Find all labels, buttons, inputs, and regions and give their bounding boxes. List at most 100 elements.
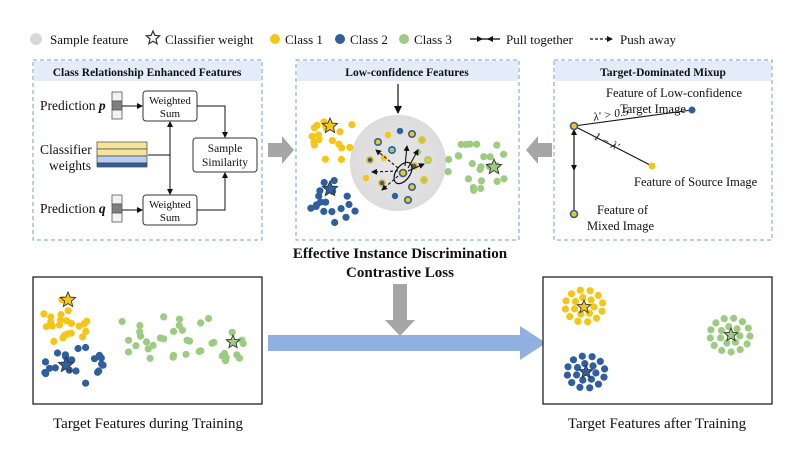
class1-point — [60, 331, 68, 340]
classifier-weights-label-2: weights — [49, 158, 91, 173]
prediction-p-bar — [111, 91, 123, 120]
legend-classifier-label: Classifier weight — [165, 32, 254, 47]
class1-point — [567, 290, 576, 298]
class1-point — [80, 320, 88, 328]
panel-target-mixup: Target-Dominated Mixup Feature of Low-co… — [553, 59, 773, 241]
class3-point — [720, 315, 728, 323]
panel-left-arrows — [122, 103, 228, 213]
class1-point — [338, 144, 346, 152]
panel-middle-title-bar — [297, 61, 518, 81]
sample-similarity-line2: Similarity — [202, 157, 248, 169]
class2-point — [351, 207, 359, 215]
low-confidence-point — [373, 138, 382, 147]
anchor-sample-ring — [393, 161, 413, 185]
class3-point — [746, 332, 754, 340]
class2-point — [51, 364, 59, 372]
class3-point — [500, 175, 508, 183]
class2-point — [41, 368, 49, 377]
class1-weight-star-icon — [59, 290, 77, 308]
class1-point — [346, 143, 354, 151]
class3-point — [210, 338, 218, 346]
during-training-stars — [57, 290, 241, 373]
class3-point — [477, 177, 485, 185]
weighted-sum-bottom-line1: Weighted — [149, 199, 191, 211]
class2-point — [82, 379, 90, 387]
class2-point — [328, 208, 336, 216]
class1-point — [566, 313, 574, 321]
label-mixed-line2: Mixed Image — [587, 219, 654, 233]
middle-contrast-arrows — [371, 145, 425, 191]
class3-point — [736, 346, 744, 354]
flow-arrow-right-to-middle — [526, 136, 552, 164]
class3-point — [186, 337, 194, 345]
weighted-sum-bottom-line2: Sum — [160, 212, 181, 224]
legend-class1-label: Class 1 — [285, 32, 323, 47]
class3-point — [717, 334, 725, 342]
panel-right-title-bar — [555, 61, 771, 81]
class2-point — [568, 379, 576, 387]
class3-point — [218, 352, 226, 360]
caption-after-training: Target Features after Training — [568, 416, 747, 432]
class1-point — [592, 314, 601, 322]
class2-point — [586, 384, 594, 392]
legend-pull-label: Pull together — [506, 32, 573, 47]
after-training-stars — [576, 298, 739, 379]
one-minus-lambda-label: 1 − λ' — [592, 131, 622, 154]
legend-push-label: Push away — [620, 32, 676, 47]
label-lowconf-target-line1: Feature of Low-confidence — [606, 86, 742, 100]
class2-point — [45, 364, 54, 372]
class2-point — [322, 198, 330, 206]
class2-point — [320, 207, 328, 215]
class1-point — [599, 299, 607, 307]
class2-point — [95, 367, 103, 375]
low-confidence-point — [380, 154, 388, 162]
class1-point — [337, 155, 345, 163]
class2-point — [72, 367, 80, 375]
low-confidence-point — [396, 127, 404, 135]
panel-low-confidence: Low-confidence Features — [295, 59, 520, 241]
panel-class-relationship: Class Relationship Enhanced Features Pre… — [32, 59, 263, 241]
class1-point — [586, 287, 594, 295]
class2-point — [569, 356, 578, 364]
class1-point — [584, 318, 592, 326]
class1-point — [67, 329, 75, 337]
class1-point — [67, 319, 75, 327]
weighted-sum-top-line1: Weighted — [149, 95, 191, 107]
class2-point — [313, 201, 321, 209]
class3-point — [707, 326, 715, 334]
class1-point — [594, 291, 602, 299]
class1-point — [328, 137, 336, 145]
legend: Sample feature Classifier weight Class 1… — [30, 29, 676, 47]
flow-arrow-down — [385, 284, 415, 336]
class3-point — [712, 319, 720, 327]
class3-point — [149, 341, 157, 349]
class2-point — [563, 371, 572, 379]
class2-point — [53, 349, 62, 357]
class2-point — [581, 360, 589, 368]
class3-point — [136, 328, 144, 336]
low-confidence-point — [407, 130, 416, 139]
flow-arrow-training — [268, 326, 546, 360]
class1-point — [310, 141, 318, 149]
class1-point — [55, 321, 64, 329]
class1-point — [40, 310, 48, 318]
class2-point — [576, 383, 584, 391]
class3-point — [233, 351, 241, 359]
class1-point — [590, 303, 598, 311]
class3-point — [182, 350, 190, 358]
class3-point — [706, 334, 714, 342]
during-training-points — [40, 296, 247, 387]
class3-point — [717, 326, 726, 335]
class1-point — [577, 310, 585, 318]
middle-class-weight-stars — [321, 116, 503, 197]
classifier-weights-label-1: Classifier — [40, 142, 92, 157]
class3-point — [473, 140, 481, 148]
class1-point — [64, 307, 72, 315]
class1-point — [571, 305, 579, 313]
class3-point — [445, 155, 453, 164]
class3-point — [730, 314, 738, 322]
class3-point — [738, 318, 747, 326]
class3-point — [175, 315, 184, 323]
class3-point — [731, 338, 740, 346]
